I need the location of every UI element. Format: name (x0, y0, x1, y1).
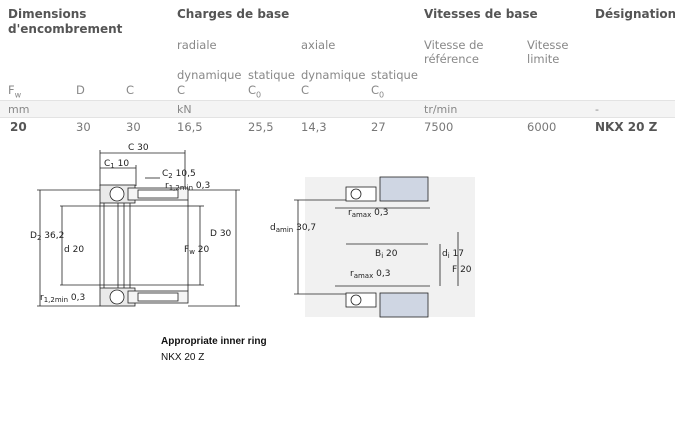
row-fw: 20 (10, 120, 27, 134)
label-r12: r1,2min 0,3 (165, 181, 210, 193)
header-vitesses: Vitesses de base (424, 7, 538, 21)
col-fw: Fw (8, 83, 22, 100)
subheader-radiale: radiale (177, 38, 217, 52)
subheader-vitesse-lim-1: Vitesse (527, 38, 569, 52)
label-dd: D 30 (210, 229, 232, 239)
subheader-vitesse-ref-1: Vitesse de (424, 38, 484, 52)
row-c0-rad: 25,5 (248, 120, 274, 134)
abutment-drawing: damin 30,7 ramax 0,3 Bi 20 ramax 0,3 di … (270, 176, 475, 318)
units-top-divider (0, 100, 675, 101)
label-f: F 20 (452, 265, 472, 275)
col-stat1: statique (248, 68, 295, 82)
inner-ring-designation: NKX 20 Z (161, 352, 205, 363)
row-c: 30 (126, 120, 141, 134)
row-v-lim: 6000 (527, 120, 557, 134)
label-fw: Fw 20 (184, 245, 210, 257)
label-c1: C1 10 (104, 159, 129, 171)
units-row-bg (0, 100, 675, 117)
col-c: C (126, 83, 135, 97)
header-charges: Charges de base (177, 7, 290, 21)
col-d: D (76, 83, 85, 97)
col-dyn1-sym: C (177, 83, 186, 97)
label-c2: C2 10,5 (162, 169, 196, 181)
col-dyn1: dynamique (177, 68, 242, 82)
col-stat2: statique (371, 68, 418, 82)
label-d: d 20 (64, 245, 84, 255)
row-c0-ax: 27 (371, 120, 386, 134)
label-di: di 17 (442, 249, 464, 261)
row-c-dyn-rad: 16,5 (177, 120, 203, 134)
label-d2: D2 36,2 (30, 231, 64, 243)
label-ramax: ramax 0,3 (348, 208, 388, 220)
label-damin: damin 30,7 (270, 223, 316, 235)
row-designation: NKX 20 Z (595, 120, 658, 134)
bearing-section-drawing: C 30 C1 10 C2 10,5 r1,2min 0,3 D2 36,2 d… (30, 143, 240, 307)
unit-mm: mm (8, 103, 30, 116)
header-designation: Désignation (595, 7, 675, 21)
subheader-vitesse-lim-2: limite (527, 52, 560, 66)
label-c: C 30 (128, 143, 149, 153)
subheader-vitesse-ref-2: référence (424, 52, 479, 66)
unit-kn: kN (177, 103, 192, 116)
col-stat1-sym: C0 (248, 83, 262, 100)
inner-ring-title: Appropriate inner ring (161, 336, 267, 347)
unit-dash: - (595, 103, 599, 116)
label-bi: Bi 20 (375, 249, 398, 261)
header-dimensions-2: d'encombrement (8, 22, 123, 36)
col-stat2-sym: C0 (371, 83, 385, 100)
units-bottom-divider (0, 117, 675, 118)
label-r12b: r1,2min 0,3 (40, 293, 85, 305)
col-dyn2: dynamique (301, 68, 366, 82)
subheader-axiale: axiale (301, 38, 336, 52)
label-ramax2: ramax 0,3 (350, 269, 390, 281)
col-dyn2-sym: C (301, 83, 310, 97)
unit-trmin: tr/min (424, 103, 458, 116)
row-c-dyn-ax: 14,3 (301, 120, 327, 134)
header-dimensions: Dimensions (8, 7, 87, 21)
row-v-ref: 7500 (424, 120, 454, 134)
row-d: 30 (76, 120, 91, 134)
